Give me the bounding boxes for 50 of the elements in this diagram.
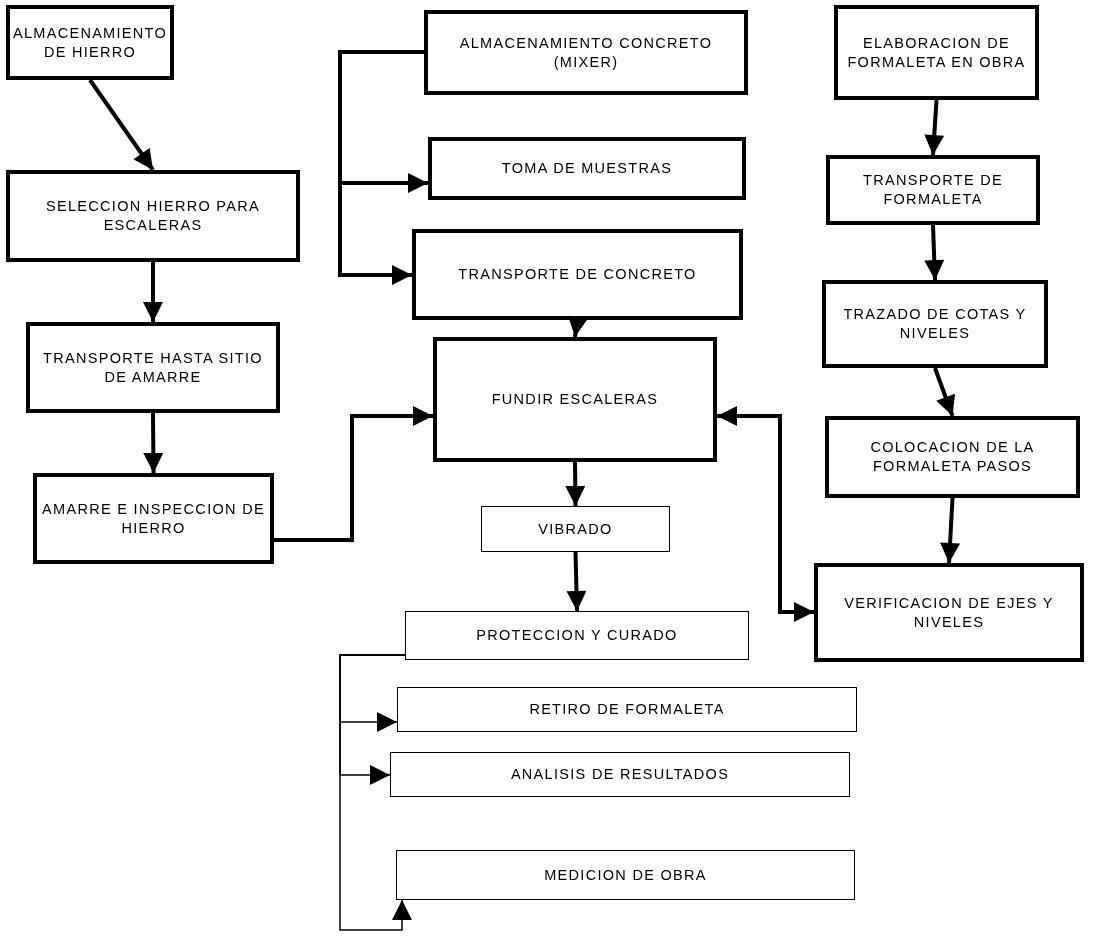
arrow [274,406,433,542]
arrow [933,367,956,417]
box-label: VIBRADO [538,519,613,539]
process-box [6,170,300,262]
process-box [826,155,1040,225]
arrow [338,50,424,285]
process-box [396,850,855,900]
box-label: TRANSPORTE HASTA SITIO DE AMARRE [42,348,264,387]
box-label: VERIFICACION DE EJES Y NIVELES [843,593,1055,632]
arrow [717,406,814,622]
arrow [339,654,412,931]
box-label: ANALISIS DE RESULTADOS [510,765,730,784]
arrow [565,461,586,507]
box-label: ALMACENAMIENTO DE HIERRO [12,23,168,62]
arrow [924,99,945,156]
process-box [397,687,857,732]
box-label: TOMA DE MUESTRAS [501,159,673,178]
process-box [822,280,1048,368]
process-box [834,5,1039,100]
process-box [424,10,748,95]
box-label: AMARRE E INSPECCION DE HIERRO [41,499,266,538]
process-box [481,506,670,552]
box-label: ELABORACION DE FORMALETA EN OBRA [846,33,1027,72]
process-box [433,337,717,462]
arrow [940,497,961,564]
box-label: MEDICION DE OBRA [544,865,707,885]
box-label: ALMACENAMIENTO CONCRETO (MIXER) [458,33,714,72]
process-box [412,229,743,320]
process-box [814,563,1084,662]
box-label: RETIRO DE FORMALETA [529,700,725,719]
arrow [143,262,163,322]
process-box [33,473,274,564]
arrow [143,413,164,473]
box-label: TRAZADO DE COTAS Y NIVELES [842,305,1028,343]
arrow [566,551,587,612]
arrow [88,78,155,172]
box-label: PROTECCION Y CURADO [476,626,678,645]
process-box [428,137,746,200]
arrow [924,224,945,281]
box-label: SELECCION HIERRO PARA ESCALERAS [45,197,261,235]
process-box [825,416,1080,498]
process-box [6,5,174,80]
arrow [568,315,588,338]
box-label: TRANSPORTE DE FORMALETA [862,171,1004,209]
box-label: COLOCACION DE LA FORMALETA PASOS [869,438,1036,476]
box-label: FUNDIR ESCALERAS [491,390,659,409]
process-box [405,611,749,660]
process-box [390,752,850,797]
process-box [26,322,280,413]
box-label: TRANSPORTE DE CONCRETO [458,265,697,284]
